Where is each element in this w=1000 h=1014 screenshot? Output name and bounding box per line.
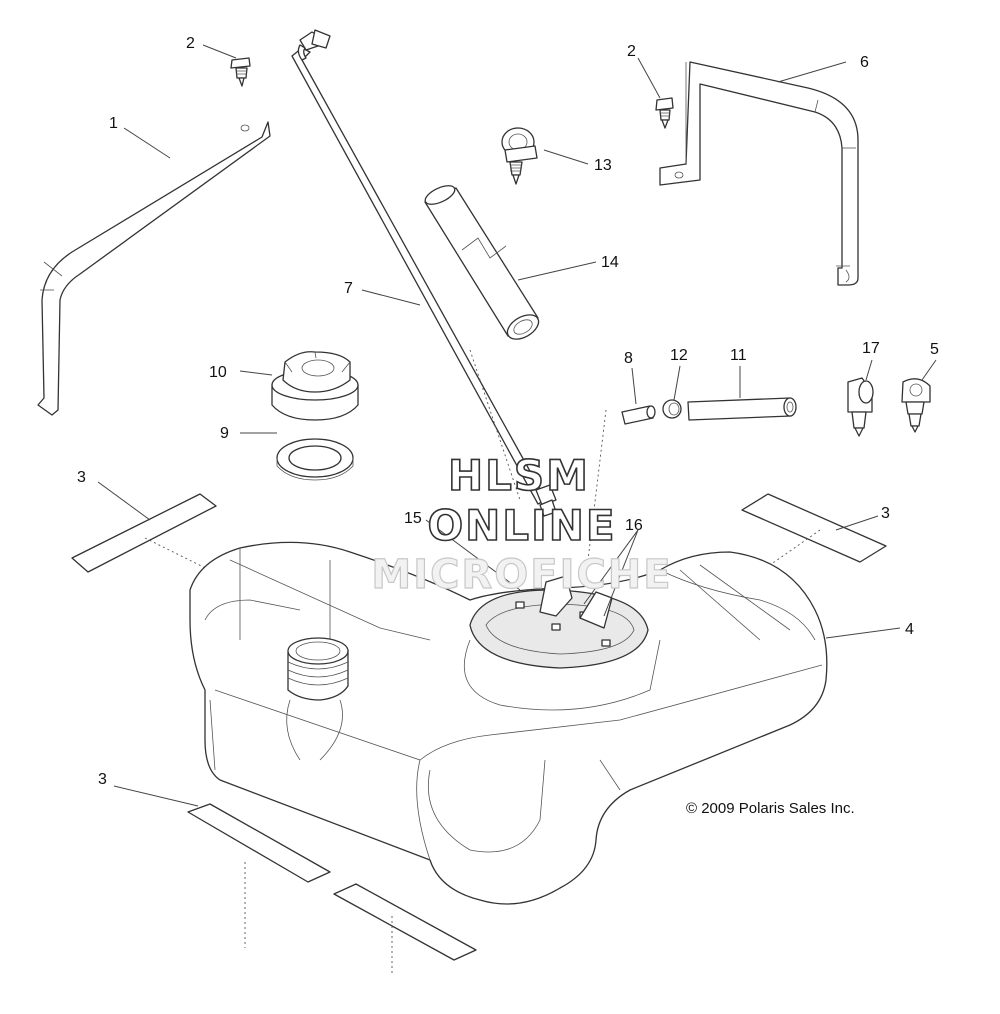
callout-7: 7: [344, 280, 353, 297]
callout-2-right: 2: [627, 43, 636, 60]
hose-fitting: [847, 377, 874, 437]
callout-2-left: 2: [186, 35, 195, 52]
tank-pad-top-right: [741, 493, 887, 563]
hose-clip: [901, 378, 931, 433]
tank-pad-bottom-1: [187, 803, 331, 883]
fuel-line-long: [687, 397, 797, 421]
watermark-line-3: MICROFICHE: [371, 552, 672, 598]
vent-hose: [291, 29, 557, 517]
copyright-notice: © 2009 Polaris Sales Inc.: [686, 800, 855, 817]
callout-9: 9: [220, 425, 229, 442]
tank-pad-top-left: [71, 493, 217, 573]
bolt-left: [230, 57, 251, 87]
fuel-line-short: [621, 405, 656, 425]
fuel-tank: [189, 541, 828, 905]
bolt-right: [655, 97, 674, 129]
tank-strap-left: [37, 121, 271, 416]
callout-6: 6: [860, 54, 869, 71]
callout-14: 14: [601, 254, 619, 271]
callout-16: 16: [625, 517, 643, 534]
callout-10: 10: [209, 364, 227, 381]
callout-12: 12: [670, 347, 688, 364]
watermark-line-1: HLSM: [448, 451, 590, 500]
fuel-cap: [271, 351, 359, 421]
callout-4: 4: [905, 621, 914, 638]
hose-sleeve: [424, 185, 540, 340]
callout-3-top-left: 3: [77, 469, 86, 486]
callout-11: 11: [730, 347, 747, 364]
callout-1: 1: [109, 115, 118, 132]
tank-bracket-right: [659, 61, 859, 286]
p-clamp: [501, 127, 538, 185]
watermark-line-2: ONLINE: [427, 501, 616, 550]
callout-13: 13: [594, 157, 612, 174]
hose-clamp: [662, 399, 682, 419]
callout-3-top-right: 3: [881, 505, 890, 522]
callout-17: 17: [862, 340, 880, 357]
callout-3-bottom: 3: [98, 771, 107, 788]
cap-gasket: [276, 438, 354, 481]
tank-pad-bottom-2: [333, 883, 477, 961]
callout-15: 15: [404, 510, 422, 527]
callout-8: 8: [624, 350, 633, 367]
callout-5: 5: [930, 341, 939, 358]
